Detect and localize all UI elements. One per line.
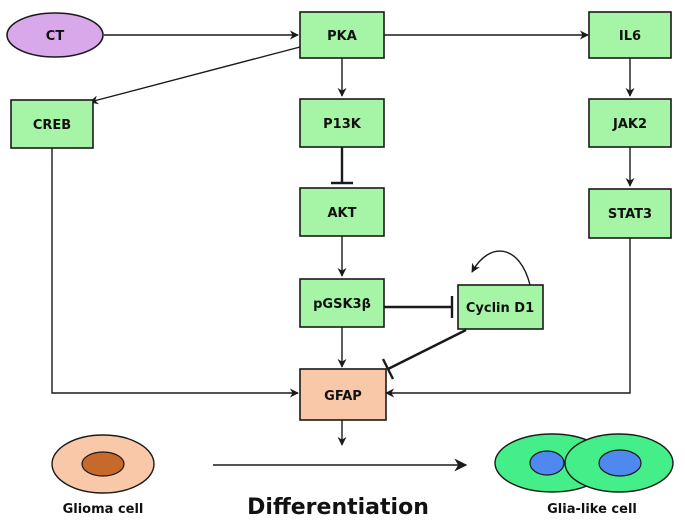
ct-label: CT: [46, 29, 65, 44]
akt-box: [299, 187, 385, 237]
jak2-label: JAK2: [612, 117, 647, 132]
glia-cell-nucleus-right: [598, 449, 642, 477]
node-creb: CREB: [10, 99, 94, 149]
glia-cell-nucleus-left: [529, 450, 565, 476]
edge-stat3-to-gfap: [385, 238, 631, 398]
ct-ellipse: [6, 12, 104, 58]
node-cyclin-d1: Cyclin D1: [457, 284, 544, 330]
pgsk3b-box: [299, 278, 385, 328]
pka-label: PKA: [327, 29, 357, 44]
edge-cyclin-d1-self-loop: [471, 250, 531, 286]
pgsk3b-label: pGSK3β: [313, 297, 371, 312]
node-akt: AKT: [299, 187, 385, 237]
node-stat3: STAT3: [588, 188, 672, 239]
akt-label: AKT: [327, 206, 356, 221]
differentiation-label: Differentiation: [247, 495, 429, 520]
stat3-label: STAT3: [608, 207, 652, 222]
node-jak2: JAK2: [588, 98, 672, 148]
node-il6: IL6: [588, 11, 672, 59]
stat3-box: [588, 188, 672, 239]
inhibition-edges: [331, 147, 467, 380]
node-ct: CT: [6, 12, 104, 58]
edge-pka-to-creb: [89, 46, 301, 105]
cyclin-d1-box: [457, 284, 544, 330]
glia-like-cell-illustration: [494, 433, 674, 493]
gfap-box: [299, 368, 387, 421]
p13k-label: P13K: [323, 117, 362, 132]
edges: [51, 30, 635, 472]
il6-box: [588, 11, 672, 59]
inhibit-cyclin-d1-to-gfap: [387, 328, 467, 371]
glioma-cell-illustration: [51, 434, 155, 494]
creb-box: [10, 99, 94, 149]
glia-like-cell-label: Glia-like cell: [547, 502, 637, 517]
edge-creb-to-gfap: [51, 148, 299, 398]
node-gfap: GFAP: [299, 368, 387, 421]
glioma-cell-nucleus: [81, 451, 125, 477]
creb-label: CREB: [33, 118, 71, 133]
node-p13k: P13K: [299, 98, 385, 148]
jak2-box: [588, 98, 672, 148]
cyclin-d1-label: Cyclin D1: [466, 301, 534, 316]
glioma-cell-label: Glioma cell: [63, 502, 144, 517]
node-pgsk3b: pGSK3β: [299, 278, 385, 328]
node-pka: PKA: [299, 11, 385, 59]
il6-label: IL6: [619, 29, 641, 44]
inhibit-cyclin-d1-to-gfap-bar: [381, 358, 395, 380]
pka-box: [299, 11, 385, 59]
gfap-label: GFAP: [324, 389, 362, 404]
p13k-box: [299, 98, 385, 148]
